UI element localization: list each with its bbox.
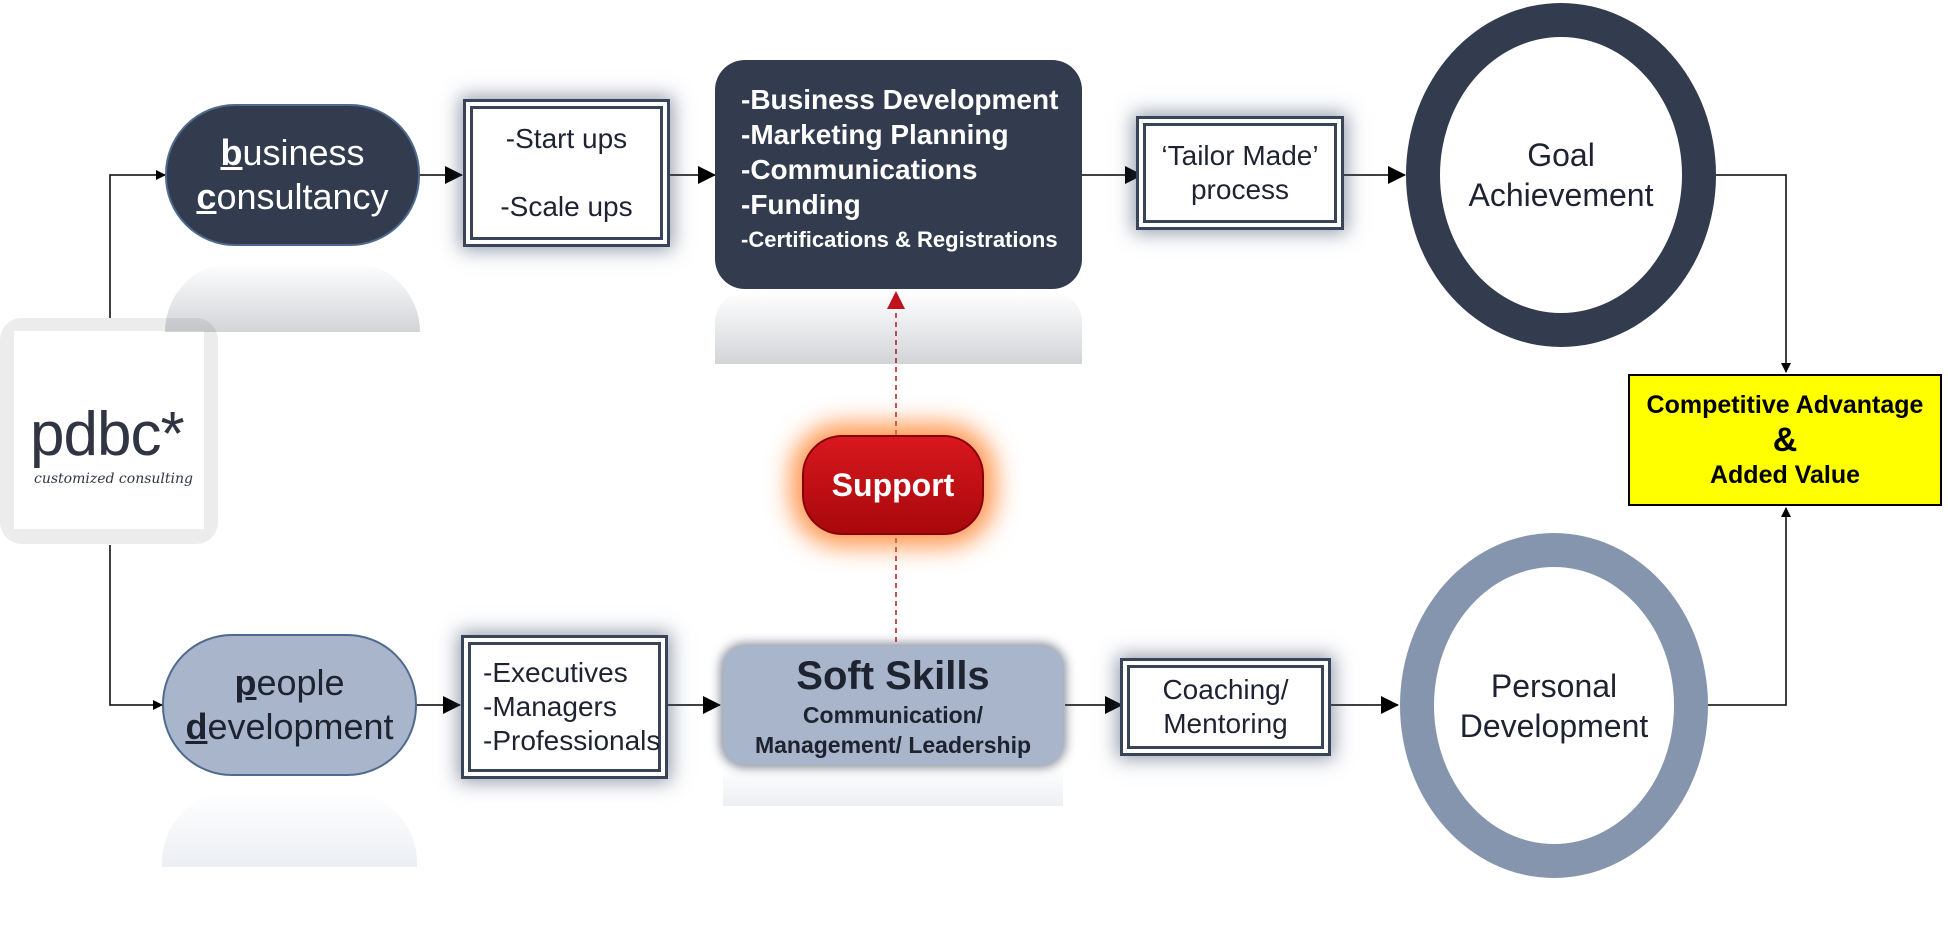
people-line: people bbox=[234, 662, 345, 703]
tailor-made-box: ‘Tailor Made’ process bbox=[1143, 123, 1337, 223]
soft-skills-line-1: Communication/ bbox=[802, 702, 984, 728]
consultancy-line: consultancy bbox=[196, 176, 389, 217]
business-stages-box: -Start ups -Scale ups bbox=[470, 106, 663, 240]
development-line: development bbox=[185, 706, 394, 747]
support-badge: Support bbox=[802, 435, 984, 535]
logo-tagline: customized consulting bbox=[34, 471, 193, 487]
service-business-development: -Business Development bbox=[741, 84, 1059, 115]
goal-achievement-ring: Goal Achievement bbox=[1406, 3, 1716, 347]
goal-line-2: Achievement bbox=[1468, 177, 1654, 213]
result-ampersand: & bbox=[1772, 421, 1798, 459]
audience-executives: -Executives bbox=[483, 657, 628, 688]
result-line-1: Competitive Advantage bbox=[1646, 391, 1924, 419]
personal-line-1: Personal bbox=[1490, 667, 1618, 704]
soft-skills-line-2: Management/ Leadership bbox=[754, 732, 1032, 758]
result-box: Competitive Advantage & Added Value bbox=[1628, 374, 1942, 506]
logo-wordmark: pdbc* bbox=[30, 400, 185, 469]
business-consultancy-node: business consultancy bbox=[165, 104, 420, 246]
coaching-line-1: Coaching/ bbox=[1162, 674, 1289, 705]
service-certifications: -Certifications & Registrations bbox=[741, 227, 1058, 252]
coaching-box: Coaching/ Mentoring bbox=[1127, 665, 1324, 749]
soft-skills-block: Soft Skills Communication/ Management/ L… bbox=[723, 646, 1063, 765]
audience-managers: -Managers bbox=[483, 691, 617, 722]
goal-line-1: Goal bbox=[1527, 137, 1595, 173]
service-communications: -Communications bbox=[741, 154, 978, 185]
people-development-node: people development bbox=[162, 634, 417, 776]
services-block: -Business Development -Marketing Plannin… bbox=[715, 60, 1082, 289]
result-line-3: Added Value bbox=[1709, 461, 1861, 489]
goal-to-result-connector bbox=[1716, 174, 1791, 373]
audience-professionals: -Professionals bbox=[483, 725, 661, 756]
tailor-made-line-2: process bbox=[1190, 174, 1290, 205]
logo: pdbc* customized consulting bbox=[14, 331, 204, 529]
stage-scale-ups: -Scale ups bbox=[500, 191, 633, 222]
stage-start-ups: -Start ups bbox=[505, 123, 628, 154]
tailor-made-line-1: ‘Tailor Made’ bbox=[1161, 140, 1319, 171]
personal-development-ring: Personal Development bbox=[1400, 533, 1708, 878]
service-funding: -Funding bbox=[741, 189, 861, 220]
personal-to-result-connector bbox=[1708, 507, 1791, 706]
personal-line-2: Development bbox=[1459, 707, 1649, 744]
service-marketing-planning: -Marketing Planning bbox=[741, 119, 1009, 150]
business-line: business bbox=[220, 132, 365, 173]
logo-to-people-connector bbox=[109, 545, 163, 710]
logo-to-business-connector bbox=[109, 170, 166, 318]
logo-frame: pdbc* customized consulting bbox=[0, 318, 218, 544]
soft-skills-title: Soft Skills bbox=[796, 654, 990, 698]
coaching-line-2: Mentoring bbox=[1163, 708, 1288, 739]
audience-box: -Executives -Managers -Professionals bbox=[468, 642, 661, 772]
